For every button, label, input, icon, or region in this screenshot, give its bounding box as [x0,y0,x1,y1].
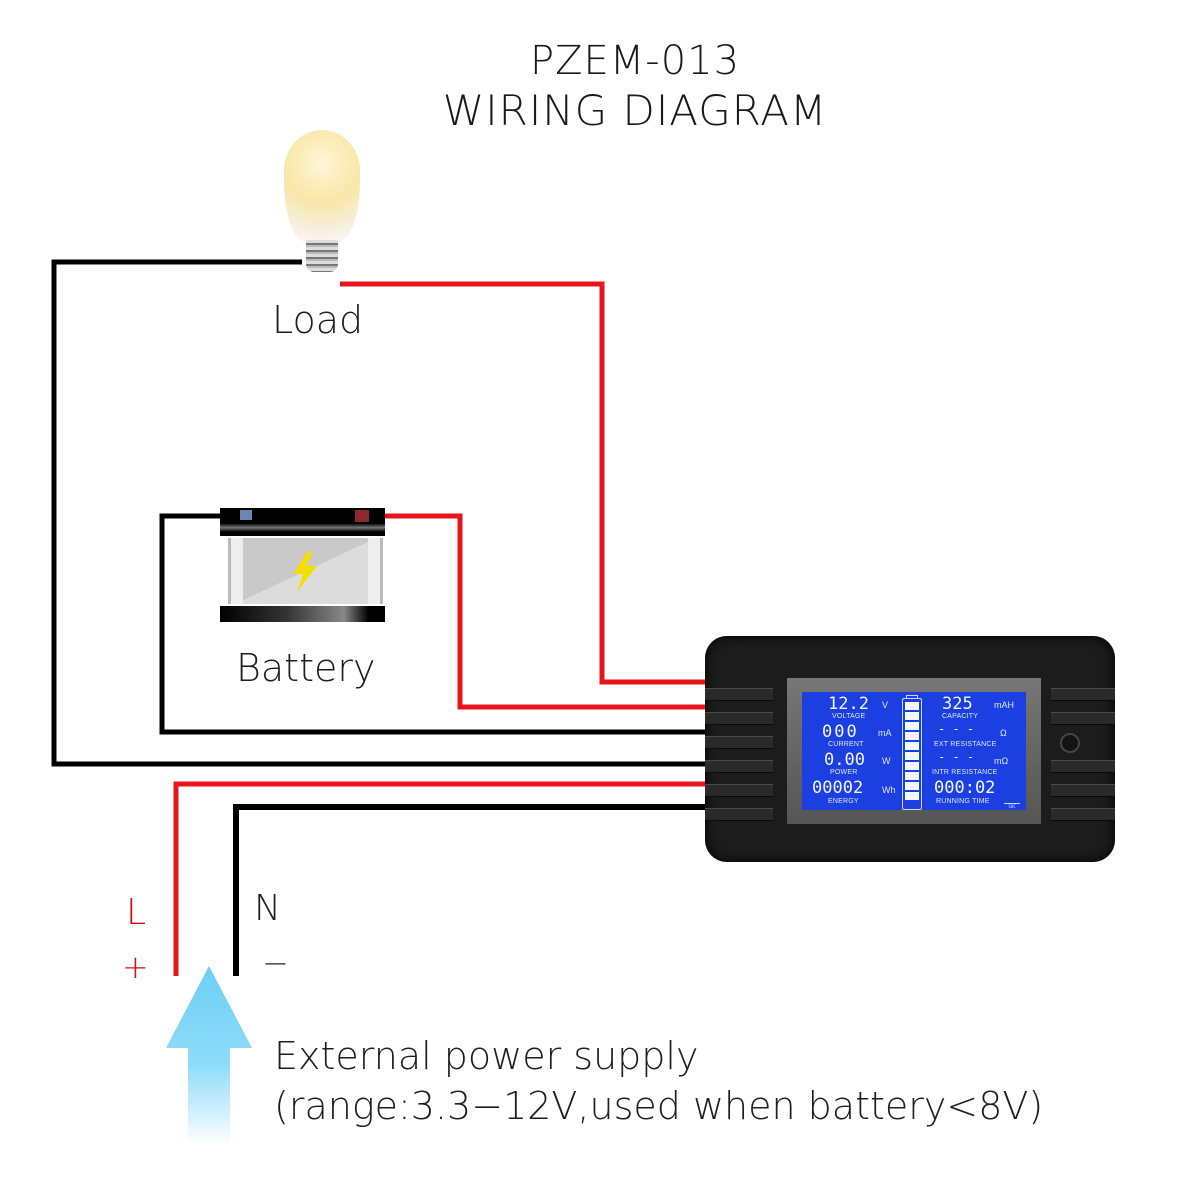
line-label: L [126,892,147,933]
intr-resistance-value: - - - [938,750,975,764]
load-negative-wire [51,259,705,767]
vent-slot [1051,784,1115,797]
load-label: Load [272,298,364,342]
vent-slot [705,736,773,749]
soc-segment [905,782,919,790]
soc-segment [905,742,919,750]
soc-segment [905,722,919,730]
voltage-unit: V [882,700,889,710]
battery-body [228,538,383,604]
power-unit: W [882,756,891,766]
soc-segment [905,752,919,760]
light-bulb-icon [282,130,362,280]
battery-negative-wire [159,513,705,735]
battery-bottom [220,606,385,622]
vent-slot [1051,808,1115,821]
soc-label: SOC [1004,803,1020,809]
power-meter-icon: 12.2 V VOLTAGE 000 mA CURRENT 0.00 W POW… [705,636,1115,862]
energy-value: 00002 [812,778,864,798]
running-time-caption: RUNNING TIME [936,798,990,805]
vent-slot [1051,712,1115,725]
voltage-caption: VOLTAGE [832,713,866,720]
load-positive-wire [340,281,705,685]
plus-label: + [122,948,149,986]
power-value: 0.00 [824,750,865,770]
diagram-title: WIRING DIAGRAM [442,86,828,135]
soc-segment [905,712,919,720]
soc-segment [905,792,919,800]
lcd-screen: 12.2 V VOLTAGE 000 mA CURRENT 0.00 W POW… [802,692,1026,810]
vent-slot [705,712,773,725]
capacity-value: 325 [942,694,973,714]
minus-label: − [262,944,289,982]
bulb-glass [284,130,360,242]
supply-negative-wire [233,804,705,976]
soc-cap [906,695,918,699]
energy-caption: ENERGY [828,798,859,805]
supply-positive-wire [173,781,705,976]
ext-resistance-unit: Ω [1000,728,1007,738]
vent-slot [705,760,773,773]
battery-icon [220,508,385,624]
external-supply-label: External power supply [274,1034,699,1078]
vent-slot [705,688,773,701]
current-unit: mA [878,728,892,738]
up-arrow-icon [166,966,252,1146]
running-time-value: 000:02 [934,778,996,798]
bulb-base [306,240,338,272]
voltage-value: 12.2 [828,694,869,714]
intr-resistance-caption: INTR RESISTANCE [932,769,998,776]
neutral-label: N [254,888,281,929]
capacity-caption: CAPACITY [942,713,979,720]
soc-segment [905,772,919,780]
vent-slot [1051,760,1115,773]
energy-unit: Wh [882,785,896,795]
battery-positive-wire [370,513,705,710]
current-value: 000 [822,722,859,742]
lightning-bolt-icon [293,552,317,592]
vent-slot [1051,688,1115,701]
battery-negative-terminal [240,510,252,520]
meter-reset-button[interactable] [1060,733,1080,753]
power-caption: POWER [830,769,858,776]
battery-positive-terminal [355,510,369,522]
vent-slot [705,784,773,797]
soc-segment [905,732,919,740]
current-caption: CURRENT [828,741,864,748]
ext-resistance-value: - - - [938,722,975,736]
soc-segment [905,702,919,710]
vent-slot [705,808,773,821]
intr-resistance-unit: mΩ [994,756,1009,766]
diagram-title-model: PZEM-013 [529,38,741,84]
soc-segment [905,762,919,770]
soc-gauge: SOC [902,698,1020,810]
battery-label: Battery [236,646,376,690]
external-supply-range: (range:3.3−12V,used when battery<8V) [274,1084,1044,1128]
ext-resistance-caption: EXT RESISTANCE [934,741,997,748]
capacity-unit: mAH [994,700,1014,710]
